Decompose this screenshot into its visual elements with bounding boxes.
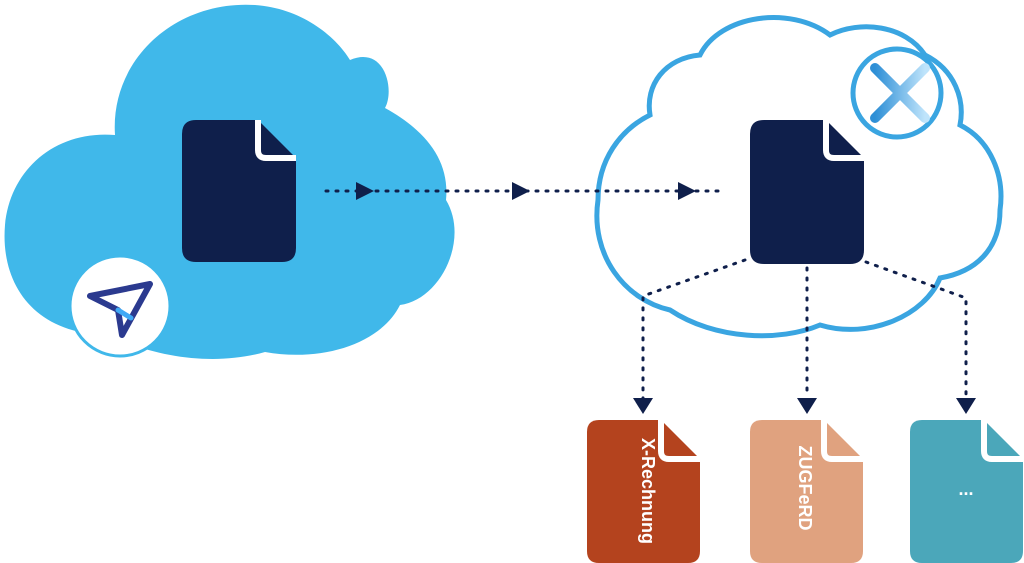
arrowhead (356, 182, 374, 200)
output-connectors (641, 258, 968, 400)
logo-badge (68, 254, 172, 358)
arrowhead (678, 182, 696, 200)
x-badge (850, 46, 944, 140)
output-arrowheads (633, 398, 976, 414)
output-label: ... (958, 479, 973, 499)
source-document-icon (182, 120, 296, 262)
target-document-icon (750, 120, 864, 264)
output-label: X-Rechnung (638, 438, 658, 544)
output-label: ZUGFeRD (795, 446, 815, 531)
output-document-x-rechnung: X-Rechnung (587, 420, 700, 563)
arrowhead (512, 182, 530, 200)
output-document-other: ... (910, 420, 1023, 563)
transfer-arrow (324, 182, 726, 200)
output-document-zugferd: ZUGFeRD (750, 420, 863, 563)
paper-plane-logo-icon (87, 281, 153, 338)
x-icon (870, 63, 930, 123)
